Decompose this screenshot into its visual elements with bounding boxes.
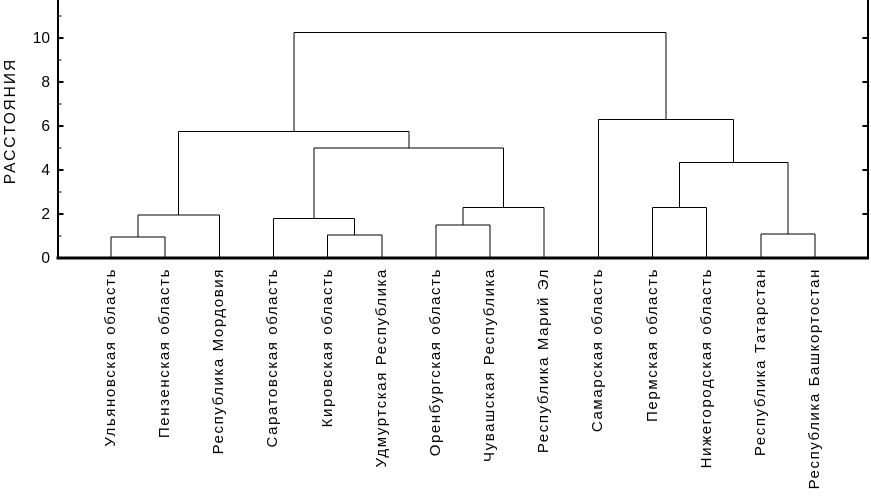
x-axis-leaf-label: Пермская область [643,268,661,422]
x-axis-leaf-label: Республика Марий Эл [535,268,553,454]
x-axis-leaf-label: Самарская область [589,268,607,433]
x-axis-leaf-label: Республика Татарстан [751,268,769,457]
y-tick-label: 0 [41,249,50,267]
x-axis-leaf-label: Кировская область [318,268,336,428]
x-axis-leaf-label: Саратовская область [264,268,282,448]
x-axis-leaf-label: Республика Мордовия [210,268,228,455]
x-axis-leaf-label: Нижегородская область [697,268,715,469]
y-tick-label: 2 [41,205,50,223]
x-axis-leaf-label: Оренбургская область [426,268,444,457]
x-axis-leaf-label: Чувашская Республика [481,268,499,462]
x-axis-leaf-label: Ульяновская область [102,268,119,447]
y-axis-title: РАССТОЯНИЯ [2,57,19,185]
x-axis-leaf-label: Пензенская область [156,268,174,439]
y-tick-label: 4 [41,161,50,179]
y-tick-label: 6 [41,117,50,135]
x-axis-leaf-label: Республика Башкортостан [805,268,823,490]
y-tick-label: 10 [32,29,50,47]
x-axis-leaf-label: Удмуртская Республика [372,268,390,468]
y-tick-label: 8 [41,73,50,91]
